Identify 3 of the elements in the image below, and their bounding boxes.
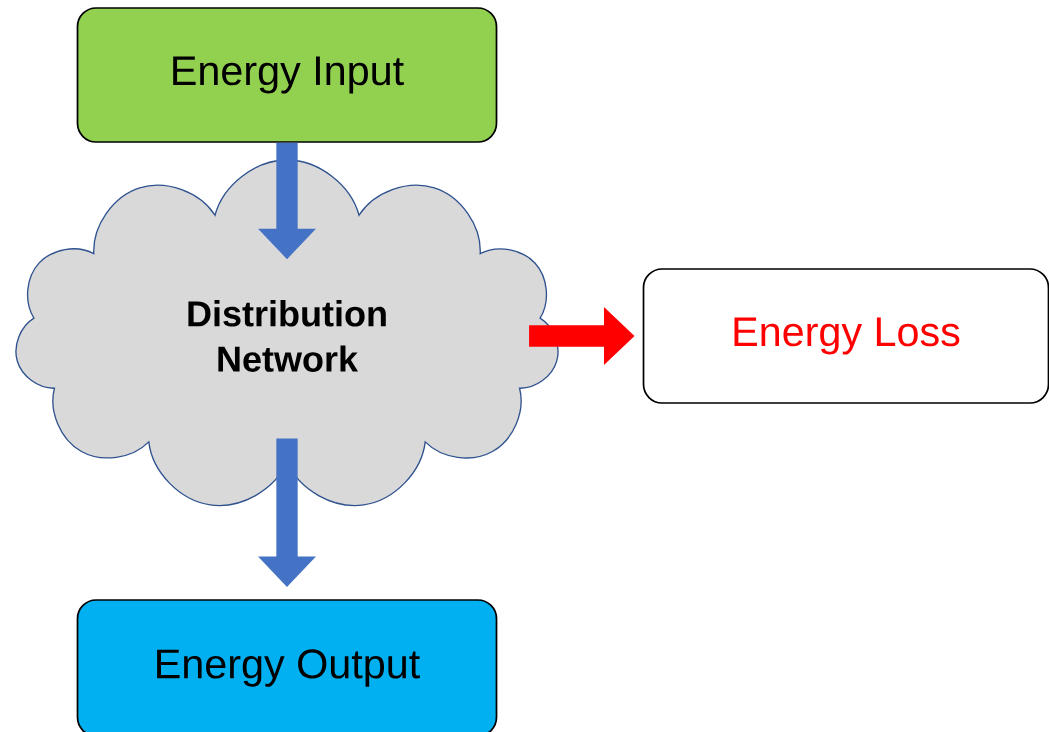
input-box: Energy Input	[76, 7, 498, 143]
output-box: Energy Loss	[642, 268, 1049, 404]
output-box: Energy Output	[76, 599, 498, 732]
